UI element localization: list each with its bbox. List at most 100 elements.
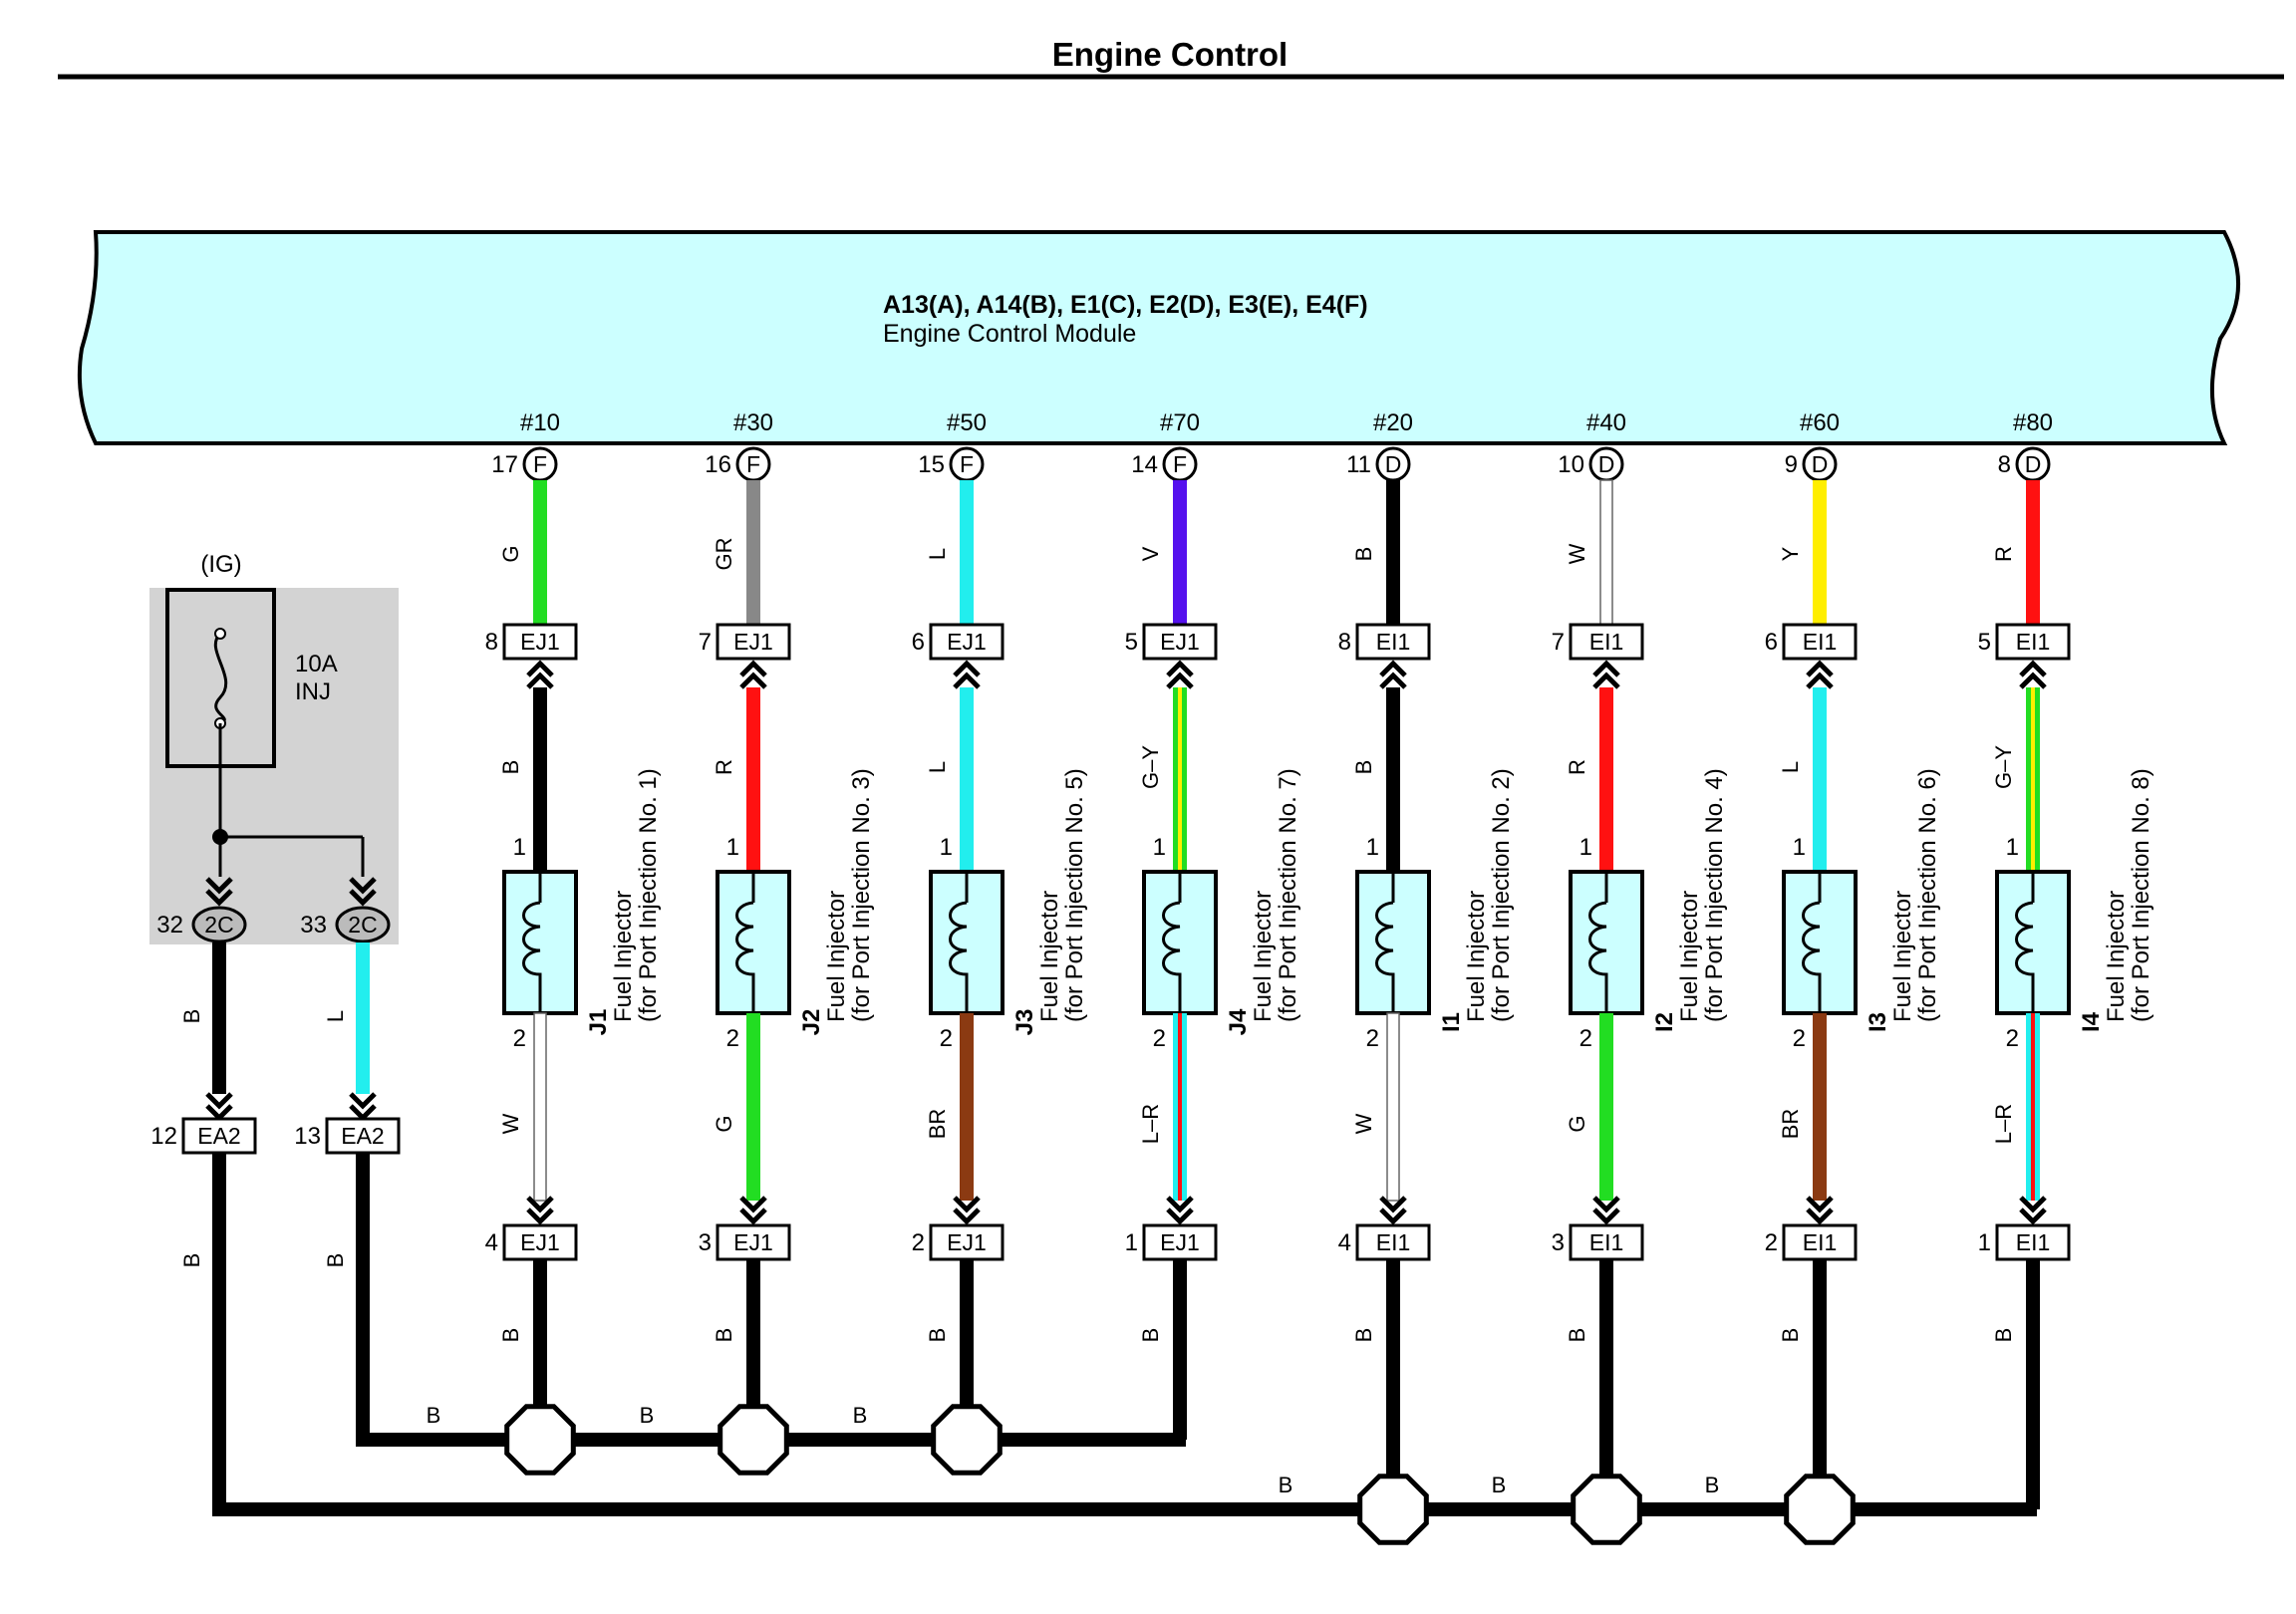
splice-point (1357, 1474, 1429, 1545)
ecm-terminal-connector: F (960, 451, 974, 477)
injector-id: J3 (1011, 1009, 1038, 1036)
injector-feed-wire-label: R (1565, 759, 1589, 775)
signal-wire-label: GR (712, 538, 736, 571)
signal-wire-label: L (925, 548, 950, 560)
injector-lower-connector-label: EI1 (1589, 1229, 1624, 1255)
feed-ground-wire-label: B (179, 1253, 204, 1268)
ecm-terminal-connector: D (1812, 451, 1829, 477)
injector-lower-connector-label: EI1 (2016, 1229, 2051, 1255)
injector-lower-connector-pin: 3 (1552, 1229, 1565, 1256)
injector-description: (for Port Injection No. 4) (1701, 768, 1728, 1022)
feed-connector-label: EA2 (197, 1123, 240, 1149)
rail-wire-label: B (1705, 1473, 1720, 1497)
injector-feed-wire-label: R (712, 759, 736, 775)
rail-wire-label: B (427, 1403, 441, 1428)
fuse-output-pin: 33 (300, 912, 327, 939)
upper-connector-arrow (953, 660, 981, 689)
injector-lower-connector-label: EJ1 (1160, 1229, 1200, 1255)
fuse-name: INJ (295, 678, 331, 705)
injector-pin-2: 2 (1579, 1025, 1592, 1052)
feed-connector-pin: 12 (150, 1123, 177, 1150)
injector-ground-wire-label: B (1351, 1328, 1376, 1343)
injector-upper-connector-pin: 5 (1125, 629, 1138, 656)
ecm-signal-label: #40 (1586, 409, 1626, 436)
injector-id: J1 (585, 1009, 612, 1036)
fuse-rating: 10A (295, 651, 338, 677)
signal-wire-label: B (1351, 547, 1376, 562)
signal-wire-label: Y (1778, 546, 1803, 561)
injector-feed-wire-label: G–Y (1991, 745, 2016, 789)
injector-description: (for Port Injection No. 7) (1275, 768, 1301, 1022)
ecm-terminal-pin: 14 (1131, 451, 1158, 478)
injector-pin-2: 2 (726, 1025, 739, 1052)
injector-id: I4 (2078, 1011, 2105, 1032)
injector-id: J4 (1225, 1008, 1252, 1035)
injector-ground-wire-label: B (712, 1328, 736, 1343)
ecm-module-name: Engine Control Module (883, 320, 1136, 348)
signal-wire-label: W (1565, 543, 1589, 564)
ecm-signal-label: #60 (1800, 409, 1840, 436)
signal-wire-label: R (1991, 546, 2016, 562)
ecm-terminal-pin: 17 (491, 451, 518, 478)
splice-point (718, 1404, 789, 1476)
injector-name: Fuel Injector (610, 891, 637, 1022)
ecm-terminal-connector: D (1385, 451, 1402, 477)
fuse-element-icon (213, 632, 228, 725)
injector-pin-1: 1 (1366, 834, 1379, 861)
injector-pin-1: 1 (2006, 834, 2019, 861)
lower-connector-arrow (1592, 1196, 1620, 1225)
injector-lower-connector-label: EI1 (1803, 1229, 1838, 1255)
injector-name: Fuel Injector (823, 891, 850, 1022)
injector-ground-wire-label: B (1138, 1328, 1163, 1343)
injector-upper-connector (1782, 623, 1858, 661)
injector-feed-wire-label: B (1351, 760, 1376, 775)
ecm-terminal-connector: F (746, 451, 760, 477)
feed-connector (181, 1117, 257, 1155)
injector-lower-connector-label: EJ1 (733, 1229, 773, 1255)
ecm-terminal-pin: 11 (1346, 451, 1371, 478)
injector-upper-connector-label: EJ1 (1160, 629, 1200, 655)
injector-coil-icon (522, 901, 542, 982)
injector-ground-wire-label: B (498, 1328, 523, 1343)
injector-upper-connector (1355, 623, 1431, 661)
injector-upper-connector (1995, 623, 2071, 661)
rail-wire-label: B (640, 1403, 655, 1428)
fuse-output-pin: 32 (156, 912, 183, 939)
injector-pin-2: 2 (1153, 1025, 1166, 1052)
ecm-terminal-connector: F (533, 451, 547, 477)
fuse-output-arrow (349, 877, 377, 907)
rail-wire-label: B (1279, 1473, 1293, 1497)
injector-lower-connector-pin: 2 (1765, 1229, 1778, 1256)
injector-lower-connector-label: EJ1 (947, 1229, 987, 1255)
injector-feed-wire-label: B (498, 760, 523, 775)
splice-point (1571, 1474, 1642, 1545)
injector-lower-connector (502, 1223, 578, 1261)
injector-coil-icon (735, 901, 755, 982)
page-title: Engine Control (1052, 36, 1288, 73)
injector-id: J2 (798, 1009, 825, 1036)
injector-lower-connector (1995, 1223, 2071, 1261)
injector-upper-connector-label: EI1 (1803, 629, 1838, 655)
injector-return-wire-label: W (498, 1113, 523, 1134)
injector-lower-connector (1355, 1223, 1431, 1261)
feed-connector-pin: 13 (294, 1123, 321, 1150)
ecm-terminal-pin: 9 (1785, 451, 1798, 478)
ecm-signal-label: #50 (947, 409, 987, 436)
injector-lower-connector (1782, 1223, 1858, 1261)
injector-lower-connector (1142, 1223, 1218, 1261)
fuse-output-connector (335, 906, 391, 943)
injector-pin-1: 1 (1579, 834, 1592, 861)
injector-lower-connector-label: EI1 (1376, 1229, 1411, 1255)
injector-description: (for Port Injection No. 3) (848, 768, 875, 1022)
fuse-splice-dot (212, 829, 228, 845)
injector-return-wire (533, 1012, 547, 1202)
upper-connector-arrow (1379, 660, 1407, 689)
injector-description: (for Port Injection No. 2) (1488, 768, 1515, 1022)
injector-name: Fuel Injector (1889, 891, 1916, 1022)
feed-wire-label: B (179, 1009, 204, 1024)
injector-coil-icon (1162, 901, 1182, 982)
injector-return-wire-label: BR (925, 1109, 950, 1140)
injector-upper-connector-label: EJ1 (947, 629, 987, 655)
upper-connector-arrow (739, 660, 767, 689)
ecm-terminal-connector: D (2025, 451, 2042, 477)
